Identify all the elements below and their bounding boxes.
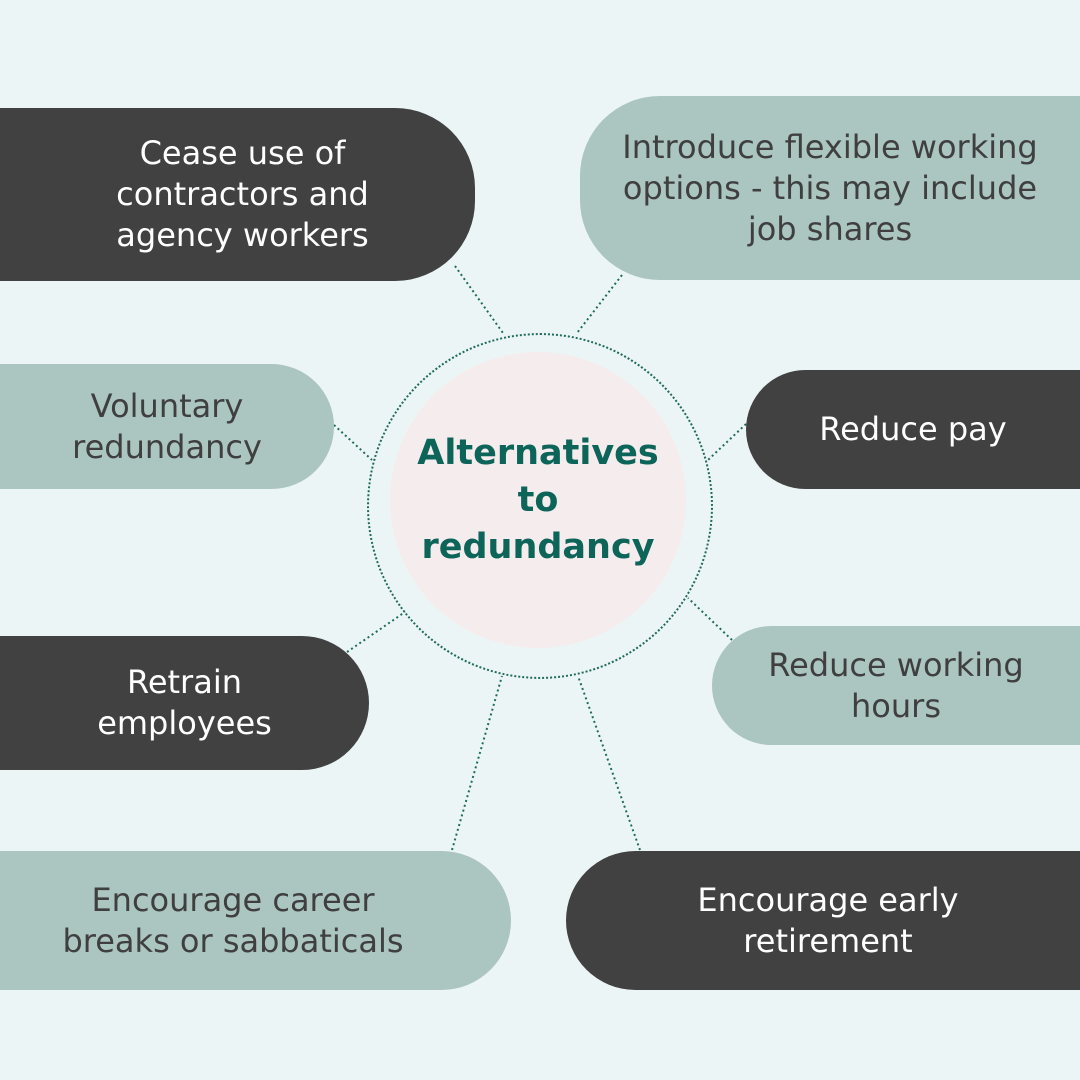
diagram-title: Alternatives to redundancy <box>417 432 659 567</box>
node-reduce-working-hours: Reduce working hours <box>712 626 1080 745</box>
connector-line <box>346 611 406 653</box>
node-cease-contractors: Cease use of contractors and agency work… <box>0 108 475 281</box>
node-flexible-working: Introduce flexible working options - thi… <box>580 96 1080 280</box>
center-ring <box>367 333 713 679</box>
node-label: Voluntary redundancy <box>72 386 262 466</box>
connector-line <box>333 424 373 461</box>
node-label: Introduce flexible working options - thi… <box>622 127 1038 248</box>
connector-line <box>454 265 504 334</box>
node-label: Cease use of contractors and agency work… <box>116 134 369 254</box>
node-label: Encourage career breaks or sabbaticals <box>62 880 404 960</box>
connector-line <box>577 675 641 851</box>
node-voluntary-redundancy: Voluntary redundancy <box>0 364 334 489</box>
connector-line <box>687 597 733 641</box>
connector-line <box>451 675 503 851</box>
node-label: Reduce pay <box>819 410 1007 448</box>
node-reduce-pay: Reduce pay <box>746 370 1080 489</box>
node-career-breaks: Encourage career breaks or sabbaticals <box>0 851 511 990</box>
center-node: Alternatives to redundancy <box>390 352 686 648</box>
node-retrain-employees: Retrain employees <box>0 636 369 770</box>
node-label: Reduce working hours <box>768 645 1024 725</box>
node-label: Retrain employees <box>97 663 272 742</box>
node-early-retirement: Encourage early retirement <box>566 851 1080 990</box>
connector-line <box>707 423 747 461</box>
node-label: Encourage early retirement <box>697 880 959 960</box>
connector-line <box>576 274 623 334</box>
